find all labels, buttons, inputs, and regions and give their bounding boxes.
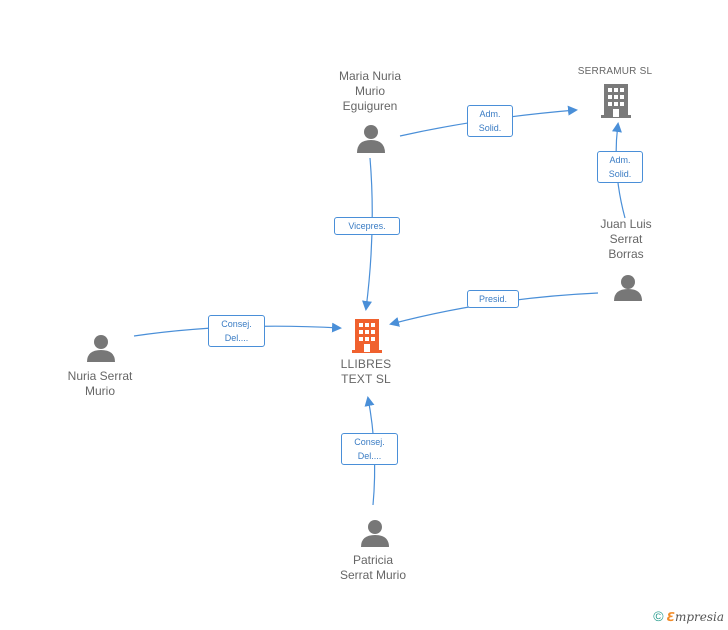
copyright-icon: ©: [653, 608, 664, 624]
edge-label-patricia-llibres[interactable]: Consej. Del....: [341, 433, 398, 465]
node-label-juan[interactable]: Juan Luis Serrat Borras: [600, 217, 652, 261]
node-label-nuria[interactable]: Nuria Serrat Murio: [67, 369, 133, 398]
node-label-patricia[interactable]: Patricia Serrat Murio: [339, 553, 407, 582]
node-label-maria[interactable]: Maria Nuria Murio Eguiguren: [338, 69, 401, 113]
person-icon[interactable]: [87, 335, 115, 362]
edge-label-nuria-llibres[interactable]: Consej. Del....: [208, 315, 265, 347]
edge-label-juan-serramur[interactable]: Adm. Solid.: [597, 151, 643, 183]
node-label-llibres[interactable]: LLIBRES TEXT SL: [340, 357, 392, 386]
building-icon[interactable]: [352, 319, 382, 353]
person-icon[interactable]: [361, 520, 389, 547]
brand-name: mpresia: [674, 610, 724, 624]
person-icon[interactable]: [614, 275, 642, 301]
brand-initial: ℇ: [666, 610, 675, 624]
empresia-footer: ©ℇmpresia: [653, 608, 724, 624]
node-label-serramur[interactable]: SERRAMUR SL: [577, 66, 653, 77]
edge-label-maria-llibres[interactable]: Vicepres.: [334, 217, 400, 235]
person-icon[interactable]: [357, 125, 385, 153]
building-icon[interactable]: [601, 84, 631, 118]
edge-label-juan-llibres[interactable]: Presid.: [467, 290, 519, 308]
edge-label-maria-serramur[interactable]: Adm. Solid.: [467, 105, 513, 137]
